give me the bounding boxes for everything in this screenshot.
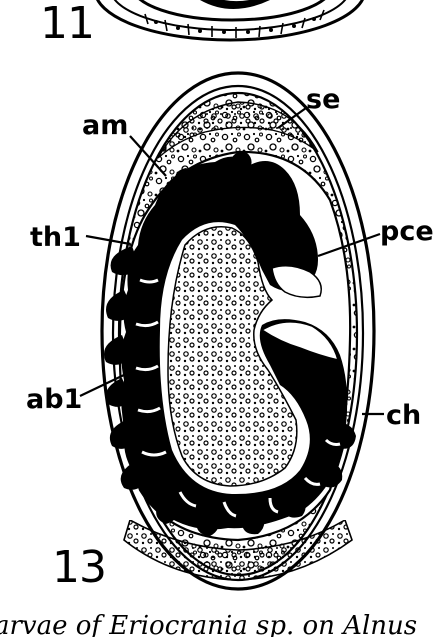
embryo-segment-lobes [104, 151, 356, 536]
figure-number-13: 13 [52, 542, 106, 593]
leader-se [277, 107, 307, 129]
lobe-separators [135, 278, 341, 518]
embryo-germ-band [121, 156, 348, 530]
caption-fragment: arvae of Eriocrania sp. on Alnus [0, 611, 417, 637]
abdomen-pocket [260, 321, 340, 362]
label-se: se [306, 84, 340, 115]
label-ab1: ab1 [26, 384, 82, 415]
label-am: am [82, 110, 128, 141]
label-th1: th1 [30, 222, 81, 253]
figure-number-11: 11 [40, 0, 94, 49]
label-ch: ch [386, 400, 421, 431]
serosa-bottom-band [123, 520, 353, 581]
leader-th1 [85, 234, 131, 246]
serosa-top-cap [157, 101, 319, 159]
label-leaders [79, 107, 384, 416]
label-pce: pce [380, 216, 434, 247]
inner-yolk [167, 226, 298, 487]
upper-egg-fragment [96, 0, 364, 42]
leader-ab1 [79, 373, 127, 397]
leader-am [129, 135, 167, 177]
leader-pce [317, 232, 381, 258]
protocephalon-pocket [271, 265, 322, 299]
